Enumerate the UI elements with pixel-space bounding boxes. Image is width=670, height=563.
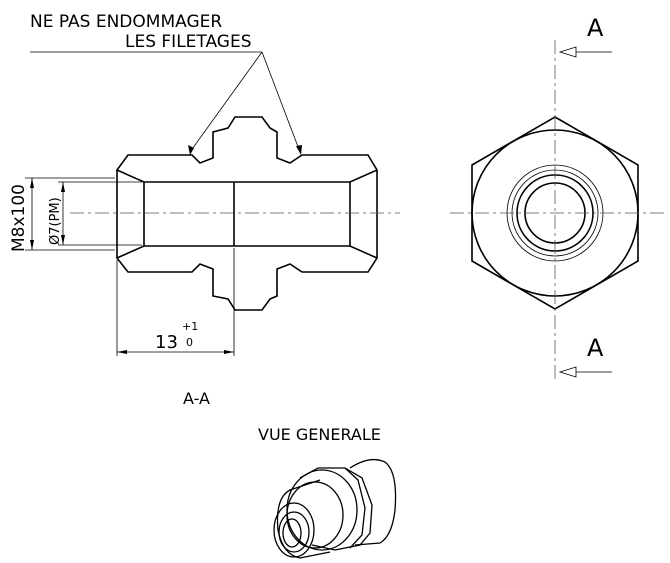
note-line-1: NE PAS ENDOMMAGER <box>30 12 222 32</box>
tolerance-lower: 0 <box>186 336 193 349</box>
tolerance-upper: +1 <box>182 320 198 333</box>
note-leaders <box>30 51 302 155</box>
thread-dimension-text: M8x100 <box>9 184 29 252</box>
depth-dimension-text: 13 <box>155 332 178 353</box>
section-arrow-bottom: A <box>558 334 612 378</box>
section-view-title: A-A <box>183 389 210 408</box>
section-label-top: A <box>587 14 604 42</box>
hatched-section-bottom <box>115 245 379 311</box>
section-view-a-a <box>70 116 400 311</box>
note-line-2: LES FILETAGES <box>125 32 252 52</box>
dimension-depth: 13 +1 0 <box>116 248 235 356</box>
general-view-title: VUE GENERALE <box>258 425 381 444</box>
dimension-bore: Ø7(PM) <box>48 181 142 246</box>
isometric-fitting-illustration <box>273 458 397 559</box>
dimension-thread: M8x100 <box>9 177 115 252</box>
section-arrow-top: A <box>558 14 612 58</box>
end-view <box>450 40 665 382</box>
bore-dimension-text: Ø7(PM) <box>48 197 63 245</box>
hatched-section-top <box>115 116 379 183</box>
section-label-bottom: A <box>587 334 604 362</box>
